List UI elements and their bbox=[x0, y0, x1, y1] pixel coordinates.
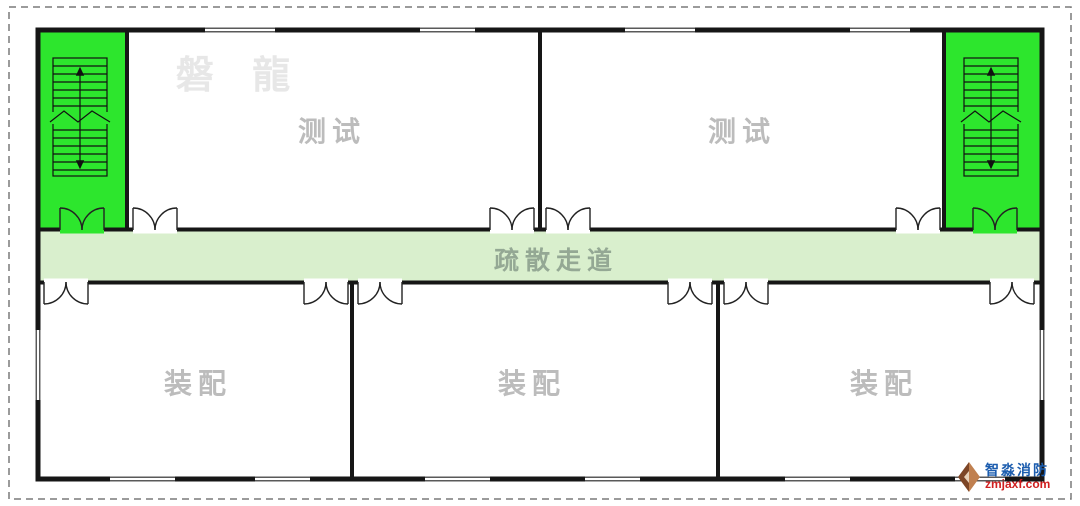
room-label-test-left: 测试 bbox=[297, 116, 366, 147]
double-door bbox=[43, 278, 89, 305]
watermark-text: 磐 龍 bbox=[175, 55, 305, 97]
double-door bbox=[989, 278, 1035, 305]
window-symbol bbox=[850, 26, 910, 34]
double-door bbox=[895, 207, 941, 234]
double-door bbox=[357, 278, 403, 305]
double-door bbox=[667, 278, 713, 305]
double-door bbox=[303, 278, 349, 305]
door-symbols bbox=[43, 207, 1035, 305]
double-door bbox=[489, 207, 535, 234]
double-door-stair-right bbox=[972, 207, 1018, 234]
window-symbol bbox=[425, 475, 490, 483]
room-label-assembly-left: 装配 bbox=[163, 368, 232, 399]
walls bbox=[35, 27, 1045, 482]
window-symbol bbox=[34, 330, 42, 400]
brand-url: zmjaxf.com bbox=[985, 477, 1051, 492]
double-door bbox=[545, 207, 591, 234]
staircase-icon bbox=[960, 57, 1022, 177]
double-door-stair-left bbox=[59, 207, 105, 234]
window-symbol bbox=[110, 475, 175, 483]
room-label-test-right: 测试 bbox=[707, 116, 776, 147]
corridor-label: 疏散走道 bbox=[493, 247, 618, 275]
brand-logo: 智淼消防 zmjaxf.com bbox=[958, 462, 1050, 492]
double-door bbox=[132, 207, 178, 234]
brand-logo-icon bbox=[958, 462, 980, 492]
window-symbol bbox=[585, 475, 640, 483]
window-symbol bbox=[205, 26, 275, 34]
window-symbol bbox=[255, 475, 310, 483]
double-door bbox=[723, 278, 769, 305]
window-symbol bbox=[1038, 330, 1046, 400]
window-symbol bbox=[785, 475, 850, 483]
brand-name: 智淼消防 bbox=[985, 462, 1049, 479]
room-label-assembly-center: 装配 bbox=[497, 368, 566, 399]
window-symbols bbox=[34, 26, 1046, 483]
staircase-icon bbox=[49, 57, 111, 177]
room-label-assembly-right: 装配 bbox=[849, 368, 918, 399]
window-symbol bbox=[625, 26, 695, 34]
window-symbol bbox=[420, 26, 475, 34]
dashed-border bbox=[8, 6, 1072, 500]
corridor-fill bbox=[39, 231, 1041, 281]
